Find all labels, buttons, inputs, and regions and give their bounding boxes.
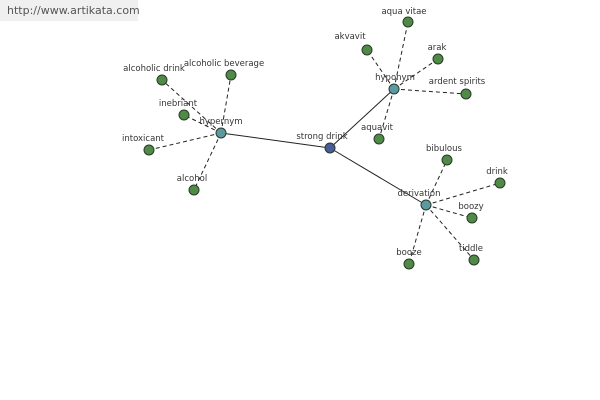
edge-center-hyponym	[329, 88, 395, 149]
relation-node-derivation[interactable]	[420, 199, 432, 211]
leaf-label-tiddle: tiddle	[459, 244, 483, 254]
leaf-label-booze: booze	[396, 248, 422, 258]
edge-hyponym-akvavit	[366, 49, 395, 90]
edge-center-hypernym	[220, 132, 331, 149]
node-layer	[143, 16, 506, 270]
edge-derivation-boozy	[425, 204, 473, 219]
leaf-label-aqua-vitae: aqua vitae	[381, 7, 426, 17]
leaf-label-alcohol: alcohol	[177, 174, 207, 184]
edge-hyponym-ardent-spirits	[393, 88, 467, 95]
edge-derivation-tiddle	[425, 204, 475, 261]
edge-hypernym-intoxicant	[148, 132, 222, 151]
edge-hypernym-alcoholic-beverage	[220, 74, 232, 134]
leaf-label-bibulous: bibulous	[426, 144, 462, 154]
leaf-node-alcohol[interactable]	[188, 184, 200, 196]
leaf-label-alcoholic-drink: alcoholic drink	[123, 64, 185, 74]
relation-label-hyponym: hyponym	[375, 73, 415, 83]
relation-node-hyponym[interactable]	[388, 83, 400, 95]
leaf-node-arak[interactable]	[432, 53, 444, 65]
leaf-label-arak: arak	[428, 43, 447, 53]
leaf-node-inebriant[interactable]	[178, 109, 190, 121]
leaf-label-ardent-spirits: ardent spirits	[429, 77, 486, 87]
relation-label-hypernym: hypernym	[199, 117, 242, 127]
center-node[interactable]	[324, 142, 336, 154]
leaf-node-drink[interactable]	[494, 177, 506, 189]
leaf-node-bibulous[interactable]	[441, 154, 453, 166]
leaf-node-intoxicant[interactable]	[143, 144, 155, 156]
edge-derivation-bibulous	[425, 159, 448, 206]
leaf-label-intoxicant: intoxicant	[122, 134, 165, 144]
relation-label-derivation: derivation	[397, 189, 440, 199]
relation-node-hypernym[interactable]	[215, 127, 227, 139]
edge-layer	[148, 21, 501, 265]
center-node-label: strong drink	[296, 132, 347, 142]
watermark-url: http://www.artikata.com	[0, 0, 140, 21]
leaf-label-drink: drink	[486, 167, 508, 177]
leaf-node-aqua-vitae[interactable]	[402, 16, 414, 28]
leaf-node-ardent-spirits[interactable]	[460, 88, 472, 100]
leaf-node-alcoholic-drink[interactable]	[156, 74, 168, 86]
edge-hypernym-alcoholic-drink	[161, 79, 222, 134]
leaf-node-booze[interactable]	[403, 258, 415, 270]
leaf-label-alcoholic-beverage: alcoholic beverage	[184, 59, 264, 69]
edge-derivation-booze	[408, 204, 427, 265]
edge-center-derivation	[329, 147, 427, 206]
leaf-label-inebriant: inebriant	[159, 99, 198, 109]
leaf-node-aquavit[interactable]	[373, 133, 385, 145]
leaf-node-alcoholic-beverage[interactable]	[225, 69, 237, 81]
edge-hyponym-aquavit	[378, 88, 395, 140]
edge-derivation-drink	[425, 182, 501, 206]
leaf-node-akvavit[interactable]	[361, 44, 373, 56]
leaf-label-boozy: boozy	[458, 202, 483, 212]
edge-hypernym-alcohol	[193, 132, 222, 191]
leaf-node-tiddle[interactable]	[468, 254, 480, 266]
leaf-label-akvavit: akvavit	[334, 32, 366, 42]
edge-hyponym-arak	[393, 58, 439, 90]
edge-hyponym-aqua-vitae	[393, 21, 409, 90]
leaf-label-aquavit: aquavit	[361, 123, 394, 133]
leaf-node-boozy[interactable]	[466, 212, 478, 224]
